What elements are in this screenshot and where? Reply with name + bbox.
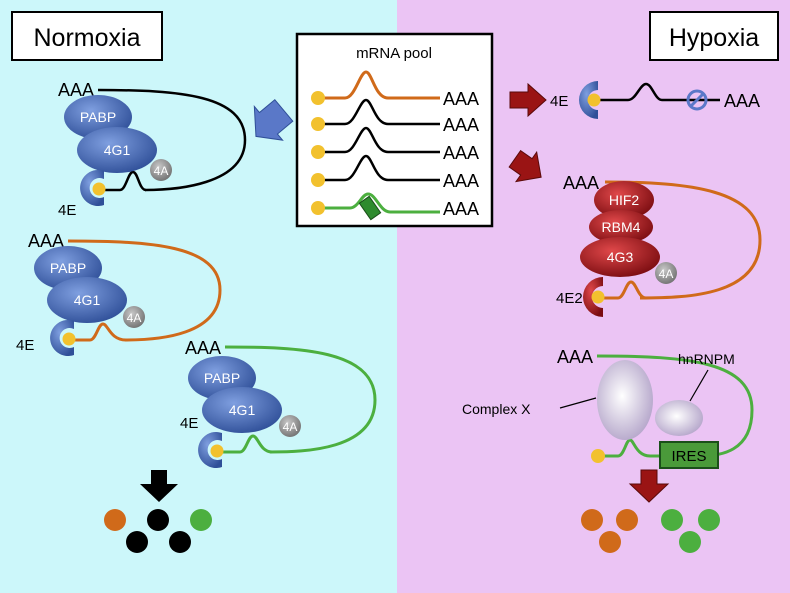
cap-icon [591,290,605,304]
green-protein-dot [190,509,212,531]
normoxia-arrow-icon [253,99,294,141]
eif4a-label: 4A [283,420,298,434]
cap-icon [62,332,76,346]
hnrnpm-label: hnRNPM [678,351,735,367]
hypoxia-arrow-1-icon [509,82,547,118]
pool-mrna-black-3: AAA [311,154,479,191]
hypoxia-blocked-mrna: 4E AAA [550,81,760,119]
rbm4-label: RBM4 [602,219,641,235]
polya-tail-label: AAA [28,231,64,251]
eif4g1-protein [202,387,282,433]
normoxia-title: Normoxia [11,11,163,61]
eif4e2-label: 4E2 [556,290,583,307]
hnrnpm-protein [655,400,703,436]
eif4e-label: 4E [16,337,34,354]
eif4a-protein [279,415,301,437]
green-protein-dot [661,509,683,531]
eif4g3-label: 4G3 [607,249,634,265]
ires-element [659,441,719,469]
eif4a-protein [655,262,677,284]
pool-mrna-green: AAA [311,192,479,221]
pool-tail-label: AAA [443,171,479,191]
black-protein-dot [147,509,169,531]
pool-tail-label: AAA [443,89,479,109]
cap-icon [311,117,325,131]
polya-tail-label: AAA [185,338,221,358]
eif4g1-label: 4G1 [74,292,101,308]
pabp-label: PABP [204,370,240,386]
black-protein-dot [126,531,148,553]
eif4g3-protein [580,237,660,277]
eif4e-label: 4E [180,415,198,432]
hypoxia-title: Hypoxia [649,11,779,61]
normoxia-protein-output [104,509,212,553]
pool-mrna-black-1: AAA [311,98,479,135]
pool-tail-label: AAA [443,143,479,163]
mrna-pool: mRNA pool AAA AAA AAA AAA AAA [295,32,494,228]
black-protein-dot [169,531,191,553]
polya-tail-label: AAA [557,347,593,367]
eif4e-protein [50,320,74,356]
cap-icon [591,449,605,463]
hypoxia-hif2-complex: AAA HIF2 RBM4 4G3 4A 4E2 [556,173,762,317]
eif4a-label: 4A [154,164,169,178]
cap-icon [587,93,601,107]
hypoxia-output-arrow-icon [628,469,670,503]
rbm4-protein [589,210,653,244]
pool-tail-label: AAA [443,199,479,219]
green-protein-dot [679,531,701,553]
hypoxia-title-text: Hypoxia [669,24,759,52]
orange-protein-dot [104,509,126,531]
green-protein-dot [698,509,720,531]
normoxia-output-arrow-icon [140,470,178,502]
polya-tail-label: AAA [58,80,94,100]
eif4g1-label: 4G1 [104,142,131,158]
pool-mrna-black-2: AAA [311,126,479,163]
pabp-label: PABP [50,260,86,276]
hypoxia-protein-output [581,509,720,553]
normoxia-complex-orange: AAA PABP 4G1 4A 4E [16,231,222,356]
eif4g1-protein [47,277,127,323]
hypoxia-arrow-2-icon [508,149,542,183]
pool-tail-label: AAA [443,115,479,135]
complex-x-protein [597,360,653,440]
hypoxia-ires-complex: AAA Complex X hnRNPM IRES [462,347,754,469]
eif4a-label: 4A [127,311,142,325]
eif4e2-protein [583,277,603,317]
eif4e-protein [198,432,222,468]
normoxia-complex-black: AAA PABP 4G1 4A 4E [58,80,247,219]
orange-protein-dot [581,509,603,531]
normoxia-complex-green: AAA PABP 4G1 4A 4E [180,338,377,468]
ires-element-icon [358,195,382,221]
cap-icon [311,201,325,215]
eif4g1-label: 4G1 [229,402,256,418]
polya-tail-label: AAA [724,91,760,111]
pool-mrna-orange: AAA [311,70,479,109]
eif4a-protein [123,306,145,328]
ires-label: IRES [671,448,706,465]
eif4a-protein [150,159,172,181]
mrna-pool-title: mRNA pool [356,45,432,62]
cap-icon [210,444,224,458]
hif2-protein [594,181,654,219]
eif4e-label: 4E [550,93,568,110]
polya-tail-label: AAA [563,173,599,193]
eif4e-protein [80,170,104,206]
eif4a-label: 4A [659,267,674,281]
cap-icon [311,173,325,187]
eif4e-protein [579,81,598,119]
cap-icon [92,182,106,196]
blocked-site-icon [686,89,708,111]
pabp-label: PABP [80,109,116,125]
eif4e-label: 4E [58,202,76,219]
complex-x-label: Complex X [462,401,531,417]
hif2-label: HIF2 [609,192,640,208]
cap-icon [311,145,325,159]
cap-icon [311,91,325,105]
orange-protein-dot [599,531,621,553]
eif4g1-protein [77,127,157,173]
normoxia-title-text: Normoxia [34,24,141,52]
orange-protein-dot [616,509,638,531]
